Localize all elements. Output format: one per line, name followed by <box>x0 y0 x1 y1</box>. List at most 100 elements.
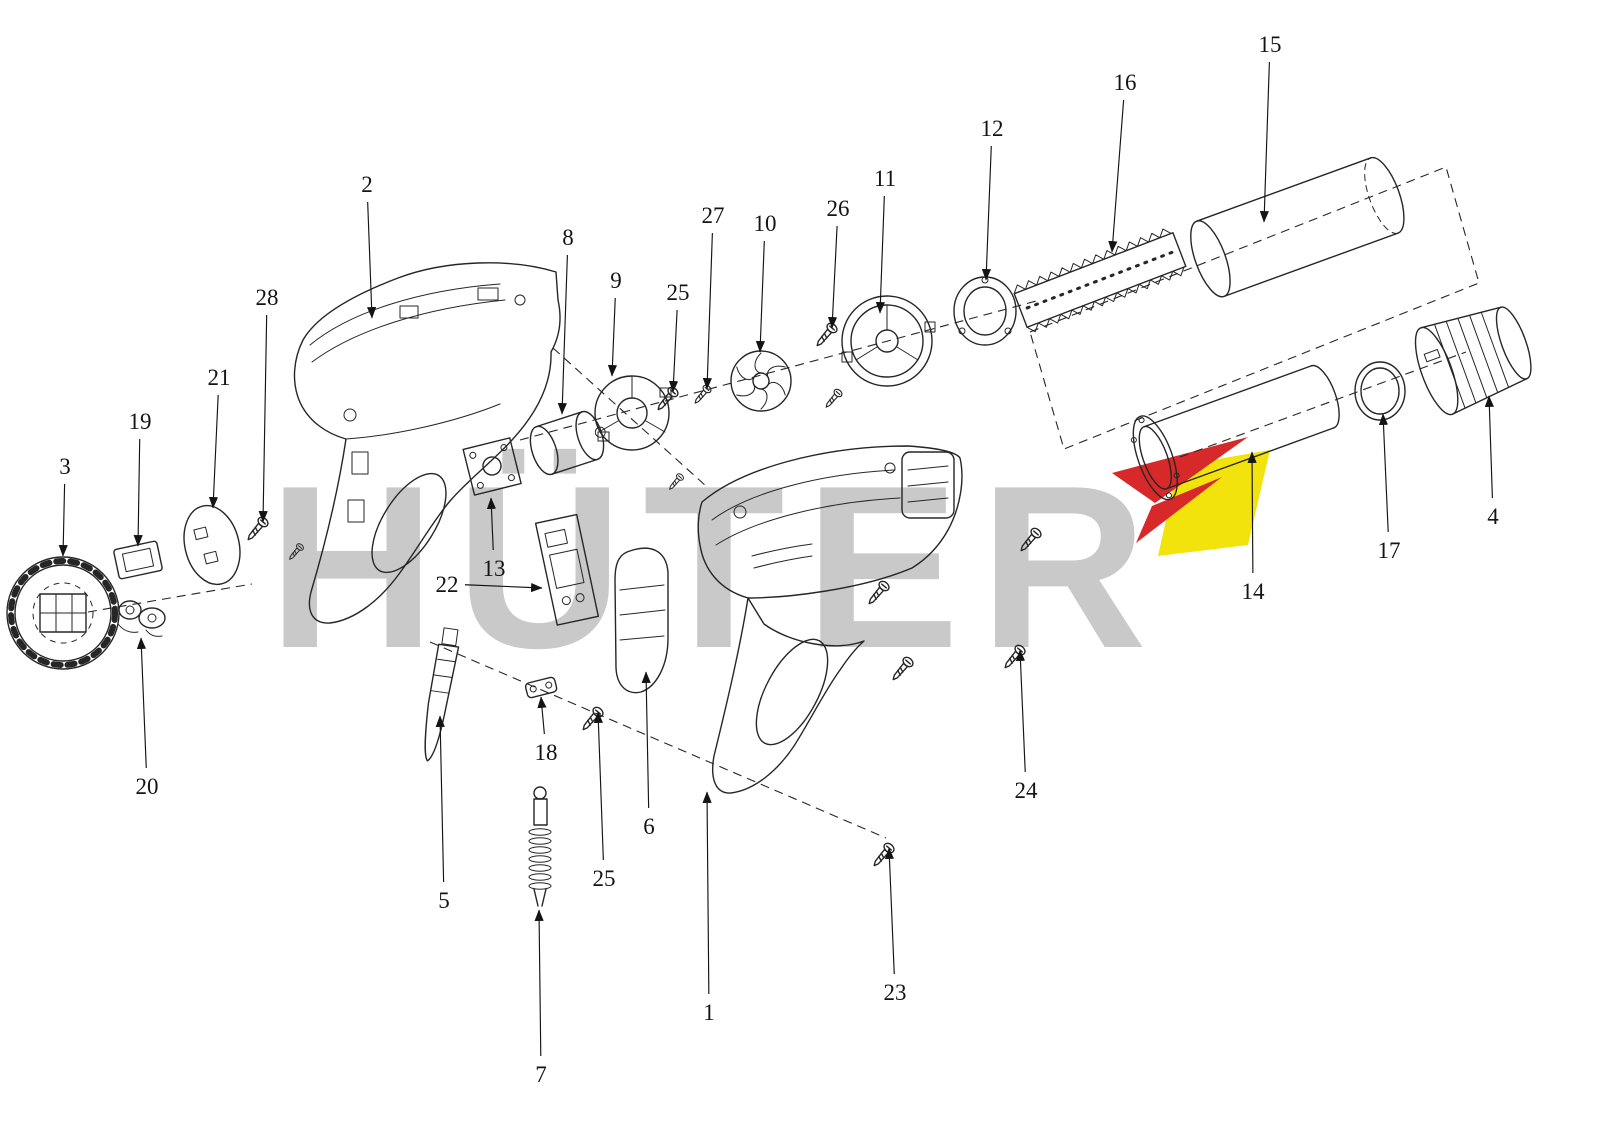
callout-label: 25 <box>667 280 690 305</box>
callout-leader-line <box>1108 99 1125 253</box>
callout-leader-line <box>136 637 147 769</box>
part-21-cover-plate <box>183 504 241 586</box>
callout-label: 27 <box>702 203 725 228</box>
callout-2: 2 <box>361 172 377 319</box>
callout-label: 1 <box>703 1000 715 1025</box>
callout-label: 10 <box>754 211 777 236</box>
part-6-handle-cover <box>614 547 669 694</box>
callout-9: 9 <box>607 268 622 377</box>
screw <box>666 471 686 493</box>
callout-label: 13 <box>483 556 506 581</box>
callout-leader-line <box>1247 451 1257 574</box>
callout-leader-line <box>537 696 547 735</box>
callout-21: 21 <box>208 365 231 509</box>
callout-20: 20 <box>136 637 159 799</box>
part-12-ring-flange <box>953 276 1017 346</box>
callout-label: 20 <box>136 774 159 799</box>
callouts-layer: 1234567891011121314151617181920212223242… <box>58 32 1499 1087</box>
callout-leader-line <box>133 438 143 547</box>
screw-25a <box>653 384 681 414</box>
callout-19: 19 <box>129 409 152 547</box>
part-18-cord-clamp <box>524 676 558 699</box>
part-22-pcb <box>534 513 600 626</box>
callout-15: 15 <box>1259 32 1282 223</box>
part-15-outer-tube <box>1190 156 1405 298</box>
callout-leader-line <box>464 582 543 593</box>
part-17-retaining-ring <box>1354 361 1406 421</box>
part-1-housing-right <box>697 445 963 794</box>
callout-17: 17 <box>1378 413 1401 563</box>
assembly-axis-lines <box>87 166 1480 839</box>
callout-leader-line <box>486 497 497 551</box>
callout-label: 21 <box>208 365 231 390</box>
callout-12: 12 <box>981 116 1004 281</box>
callout-label: 14 <box>1242 579 1266 604</box>
callout-label: 18 <box>535 740 558 765</box>
callout-7: 7 <box>534 909 547 1087</box>
callout-4: 4 <box>1484 395 1499 529</box>
part-16-heating-element <box>1013 228 1187 333</box>
callout-leader-line <box>534 909 544 1057</box>
callout-27: 27 <box>702 203 725 390</box>
callout-leader-line <box>258 314 268 523</box>
callout-leader-line <box>702 232 713 390</box>
callout-label: 11 <box>874 166 896 191</box>
callout-leader-line <box>702 791 712 995</box>
callout-leader-line <box>557 254 568 415</box>
callout-leader-line <box>981 145 992 281</box>
callout-label: 26 <box>827 196 850 221</box>
callout-28: 28 <box>256 285 279 523</box>
callout-label: 15 <box>1259 32 1282 57</box>
callout-26: 26 <box>827 196 850 329</box>
callout-leader-line <box>366 201 377 319</box>
callout-leader-line <box>1378 413 1389 533</box>
callout-label: 25 <box>593 866 616 891</box>
callout-22: 22 <box>436 572 543 597</box>
callout-label: 12 <box>981 116 1004 141</box>
callout-label: 5 <box>438 888 450 913</box>
screw-24 <box>1000 642 1028 672</box>
part-13-mount-plate <box>462 437 522 496</box>
screw-28 <box>243 514 271 544</box>
callout-label: 24 <box>1015 778 1039 803</box>
callout-25: 25 <box>667 280 690 393</box>
part-3-rear-cover <box>6 556 120 670</box>
callout-label: 23 <box>884 980 907 1005</box>
callout-leader-line <box>755 240 766 353</box>
callout-leader-line <box>593 711 604 861</box>
callout-6: 6 <box>641 671 655 839</box>
callout-14: 14 <box>1242 451 1266 604</box>
callout-label: 28 <box>256 285 279 310</box>
part-8-motor <box>529 410 606 476</box>
part-2-housing-left <box>293 262 561 624</box>
callout-leader-line <box>875 195 886 314</box>
brand-logo <box>1112 437 1270 556</box>
part-20-connector <box>117 600 166 637</box>
part-11-fan-housing <box>841 295 936 387</box>
callout-label: 3 <box>59 454 71 479</box>
part-19-switch <box>113 540 163 580</box>
callout-label: 19 <box>129 409 152 434</box>
screw <box>1016 525 1044 555</box>
screw <box>286 541 306 563</box>
screw <box>864 578 892 608</box>
callout-23: 23 <box>884 847 907 1005</box>
logo-red-tail-icon <box>1136 477 1222 543</box>
callout-8: 8 <box>557 225 574 415</box>
callout-11: 11 <box>874 166 896 314</box>
callout-leader-line <box>208 394 219 509</box>
callout-label: 8 <box>562 225 574 250</box>
callout-16: 16 <box>1108 70 1137 253</box>
screw-26 <box>812 320 840 350</box>
callout-3: 3 <box>58 454 71 557</box>
callout-label: 7 <box>535 1062 547 1087</box>
screw-27 <box>691 383 713 407</box>
part-9-motor-mount <box>594 375 672 451</box>
callout-label: 9 <box>610 268 622 293</box>
callout-18: 18 <box>535 696 558 765</box>
screw <box>822 387 844 411</box>
callout-label: 22 <box>436 572 459 597</box>
part-7-cord-guard <box>528 786 552 907</box>
